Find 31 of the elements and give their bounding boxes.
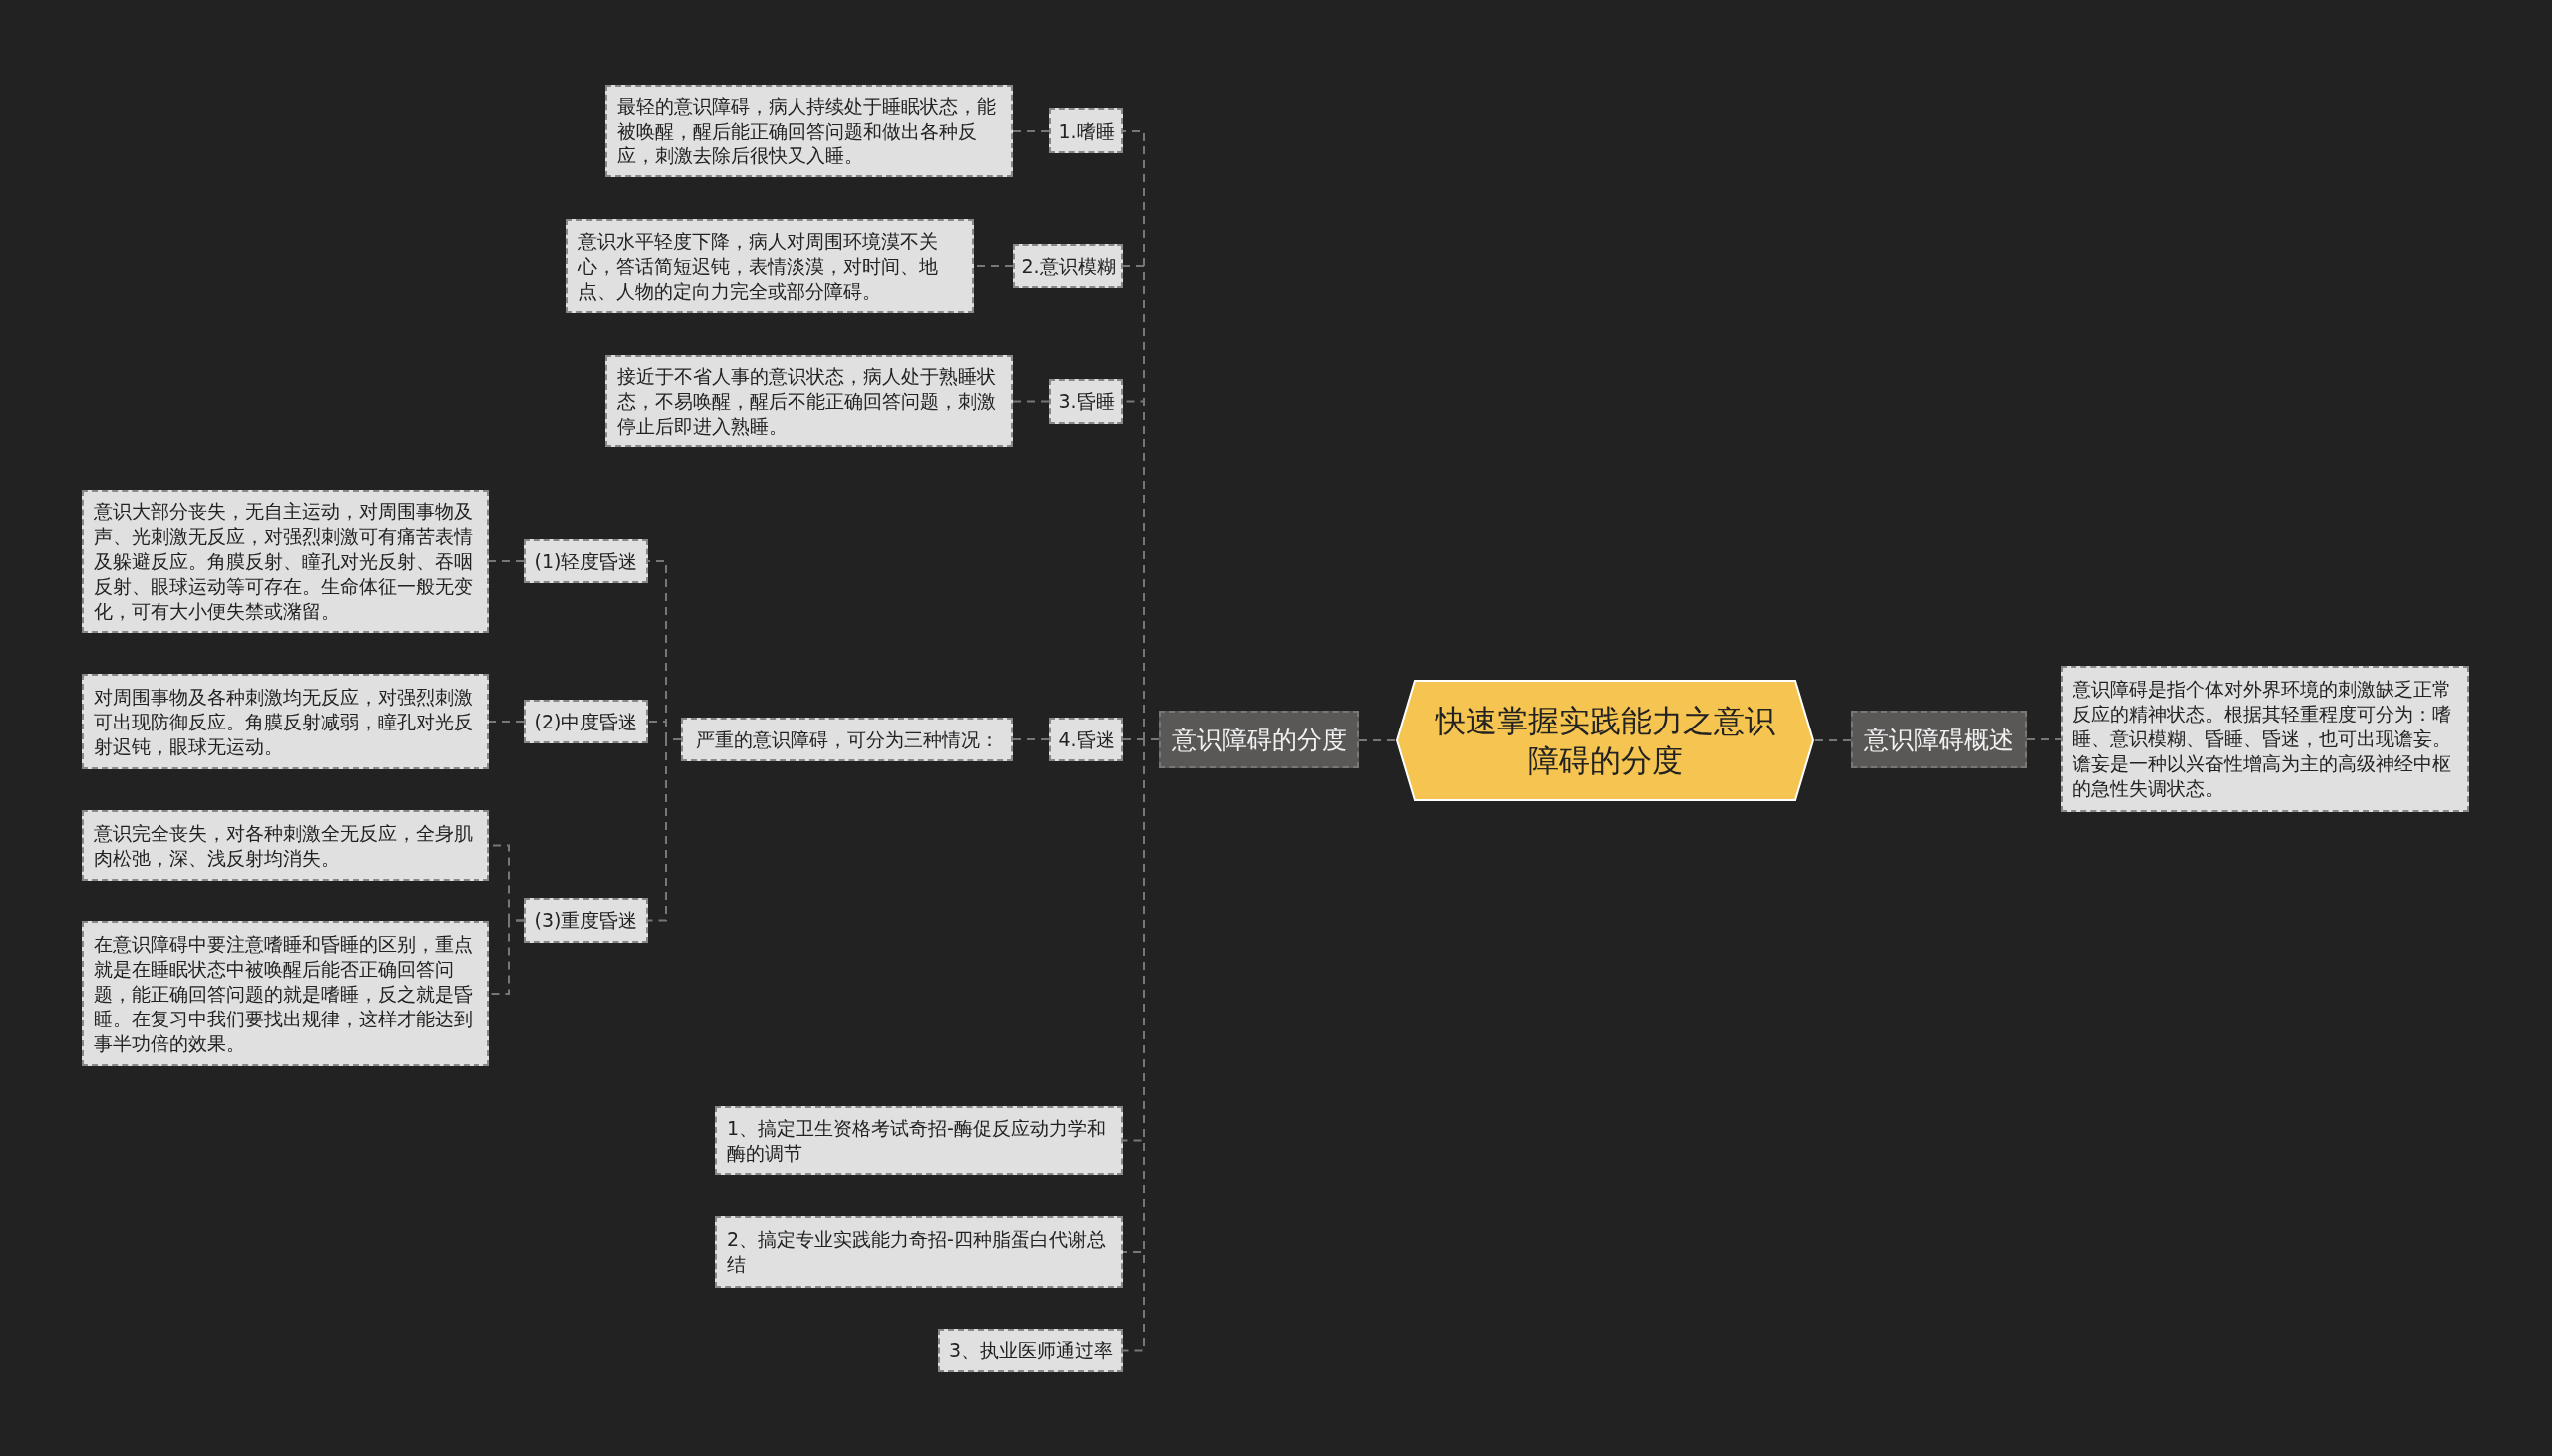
connector-line [1012,130,1050,132]
text-box: (3)重度昏迷 [524,898,648,943]
text-box: 3、执业医师通过率 [938,1329,1123,1372]
text-box: 接近于不省人事的意识状态，病人处于熟睡状态，不易唤醒，醒后不能正确回答问题，刺激停止后即进入熟睡。 [605,355,1013,447]
text-box: 意识大部分丧失，无自主运动，对周围事物及声、光刺激无反应，对强烈刺激可有痛苦表情及躲避反应。角膜反射、瞳孔对光反射、吞咽反射、眼球运动等可存在。生命体征一般无变化，可有大小便失禁或潴留。 [82,490,489,633]
connector-line [647,738,682,922]
text-box: 1、搞定卫生资格考试奇招-酶促反应动力学和酶的调节 [715,1106,1123,1175]
text-box: 1.嗜睡 [1049,108,1123,153]
connector-line [2026,738,2062,740]
connector-line [1814,739,1852,741]
text-box: 严重的意识障碍，可分为三种情况： [681,718,1013,761]
text-box: 对周围事物及各种刺激均无反应，对强烈刺激可出现防御反应。角膜反射减弱，瞳孔对光反射迟钝，眼球无运动。 [82,674,489,769]
text-box: (2)中度昏迷 [524,700,648,743]
branch-box: 意识障碍概述 [1851,711,2027,768]
text-box: 2、搞定专业实践能力奇招-四种脂蛋白代谢总结 [715,1216,1123,1288]
connector-line [488,721,525,723]
topic-hexagon: 快速掌握实践能力之意识障碍的分度 [1395,679,1815,802]
text-box: 3.昏睡 [1049,379,1123,424]
connector-line [1358,739,1396,741]
connector-line [1012,400,1050,403]
text-box: 意识障碍是指个体对外界环境的刺激缺乏正常反应的精神状态。根据其轻重程度可分为：嗜睡、意识模糊、昏睡、昏迷，也可出现谵妄。谵妄是一种以兴奋性增高为主的高级神经中枢的急性失调状态。 [2061,666,2469,812]
connector-line [488,560,525,562]
connector-line [1012,738,1050,740]
text-box: 4.昏迷 [1049,718,1123,761]
text-box: 最轻的意识障碍，病人持续处于睡眠状态，能被唤醒，醒后能正确回答问题和做出各种反应，刺激去除后很快又入睡。 [605,85,1013,177]
text-box: 意识水平轻度下降，病人对周围环境漠不关心，答话简短迟钝，表情淡漠，对时间、地点、人物的定向力完全或部分障碍。 [566,219,974,313]
text-box: (1)轻度昏迷 [524,539,648,583]
text-box: 在意识障碍中要注意嗜睡和昏睡的区别，重点就是在睡眠状态中被唤醒后能否正确回答问题，能正确回答问题的就是嗜睡，反之就是昏睡。在复习中我们要找出规律，这样才能达到事半功倍的效果。 [82,921,489,1066]
branch-box: 意识障碍的分度 [1159,711,1359,768]
text-box: 意识完全丧失，对各种刺激全无反应，全身肌肉松弛，深、浅反射均消失。 [82,810,489,881]
text-box: 2.意识模糊 [1013,244,1123,288]
